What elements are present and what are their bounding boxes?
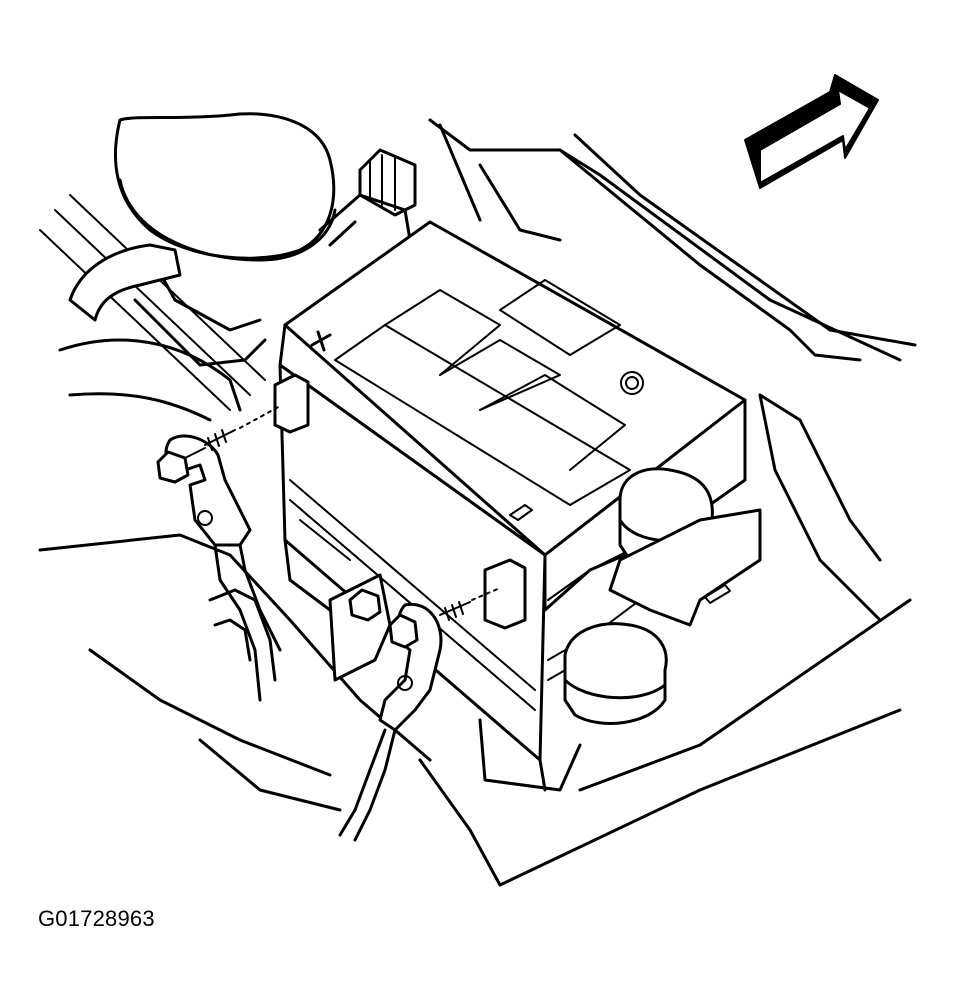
positive-cable xyxy=(328,573,501,842)
forward-arrow-icon xyxy=(744,74,879,189)
figure-id-label: G01728963 xyxy=(38,906,155,931)
negative-cable xyxy=(156,404,283,702)
battery xyxy=(273,220,747,792)
coolant-hose xyxy=(58,243,267,422)
battery-hold-down-knobs xyxy=(563,467,762,725)
plus-icon xyxy=(310,330,332,352)
